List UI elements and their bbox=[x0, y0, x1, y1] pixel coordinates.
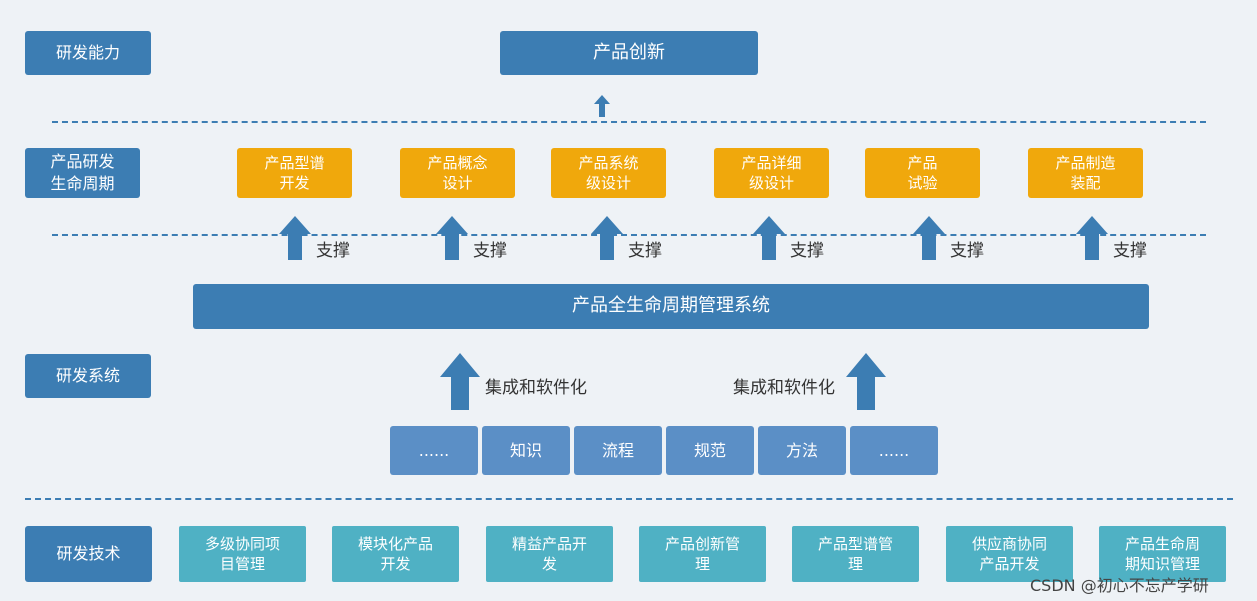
divider-middle bbox=[52, 234, 1206, 236]
support-label: 支撑 bbox=[316, 241, 350, 261]
tech-lifecycle-knowledge-mgmt: 产品生命周 期知识管理 bbox=[1099, 526, 1226, 582]
stage-testing: 产品 试验 bbox=[865, 148, 980, 198]
level-system: 研发系统 bbox=[25, 354, 151, 398]
product-innovation-box: 产品创新 bbox=[500, 31, 758, 75]
support-label: 支撑 bbox=[1113, 241, 1147, 261]
tech-multilevel-project-mgmt: 多级协同项 目管理 bbox=[179, 526, 306, 582]
element-ellipsis: ...... bbox=[390, 426, 478, 475]
level-lifecycle: 产品研发 生命周期 bbox=[25, 148, 140, 198]
support-label: 支撑 bbox=[473, 241, 507, 261]
tech-lean-development: 精益产品开 发 bbox=[486, 526, 613, 582]
up-arrow-icon bbox=[594, 95, 610, 117]
divider-bottom bbox=[25, 498, 1233, 500]
element-method: 方法 bbox=[758, 426, 846, 475]
stage-system-design: 产品系统 级设计 bbox=[551, 148, 666, 198]
tech-portfolio-mgmt: 产品型谱管 理 bbox=[792, 526, 919, 582]
tech-innovation-mgmt: 产品创新管 理 bbox=[639, 526, 766, 582]
support-arrow-icon bbox=[591, 216, 623, 260]
level-capability: 研发能力 bbox=[25, 31, 151, 75]
support-arrow-icon bbox=[279, 216, 311, 260]
element-ellipsis: ...... bbox=[850, 426, 938, 475]
stage-manufacturing: 产品制造 装配 bbox=[1028, 148, 1143, 198]
watermark: CSDN @初心不忘产学研 bbox=[1030, 576, 1209, 595]
support-label: 支撑 bbox=[950, 241, 984, 261]
support-arrow-icon bbox=[436, 216, 468, 260]
element-standard: 规范 bbox=[666, 426, 754, 475]
tech-supplier-collaboration: 供应商协同 产品开发 bbox=[946, 526, 1073, 582]
tech-modular-development: 模块化产品 开发 bbox=[332, 526, 459, 582]
support-label: 支撑 bbox=[628, 241, 662, 261]
stage-concept-design: 产品概念 设计 bbox=[400, 148, 515, 198]
stage-detail-design: 产品详细 级设计 bbox=[714, 148, 829, 198]
integration-label: 集成和软件化 bbox=[733, 378, 835, 398]
plm-system-bar: 产品全生命周期管理系统 bbox=[193, 284, 1149, 329]
divider-top bbox=[52, 121, 1206, 123]
support-arrow-icon bbox=[913, 216, 945, 260]
element-knowledge: 知识 bbox=[482, 426, 570, 475]
integration-label: 集成和软件化 bbox=[485, 378, 587, 398]
level-technology: 研发技术 bbox=[25, 526, 152, 582]
support-arrow-icon bbox=[1076, 216, 1108, 260]
support-label: 支撑 bbox=[790, 241, 824, 261]
stage-portfolio-development: 产品型谱 开发 bbox=[237, 148, 352, 198]
element-process: 流程 bbox=[574, 426, 662, 475]
integration-arrow-icon bbox=[440, 353, 480, 410]
support-arrow-icon bbox=[753, 216, 785, 260]
integration-arrow-icon bbox=[846, 353, 886, 410]
